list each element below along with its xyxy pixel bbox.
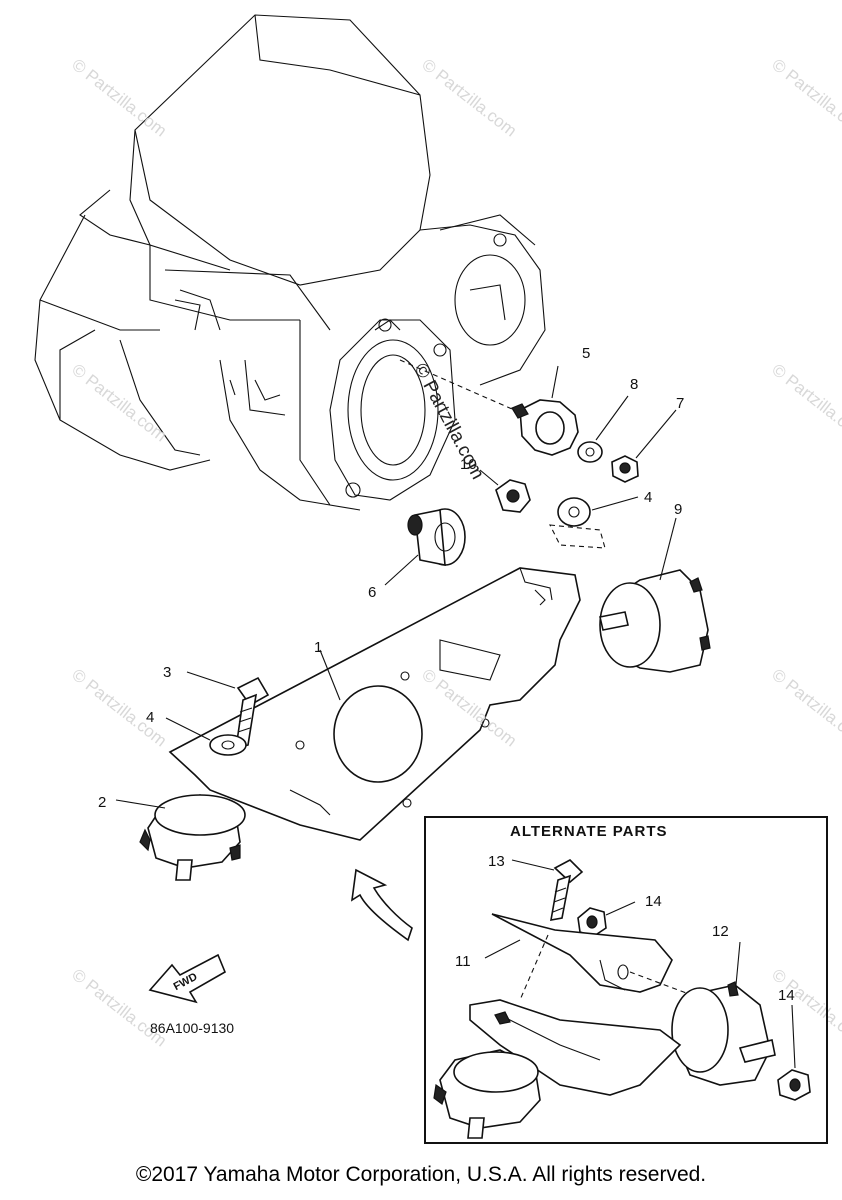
callout-8: 8 <box>630 376 638 393</box>
part-2-mount <box>115 794 246 881</box>
part-3-bolt <box>186 671 270 750</box>
fwd-arrow-icon <box>148 953 227 1004</box>
engine-outline <box>34 14 561 511</box>
callout-11: 11 <box>455 953 471 970</box>
part-8-washer <box>577 395 629 463</box>
drawing-code: 86A100-9130 <box>150 1020 235 1036</box>
callout-5: 5 <box>582 345 590 362</box>
assembly-arrow <box>350 868 413 942</box>
callout-3: 3 <box>163 664 171 681</box>
callout-4-upper: 4 <box>644 489 652 506</box>
callout-14-upper: 14 <box>645 893 662 910</box>
callout-14-lower: 14 <box>778 987 795 1004</box>
callout-7: 7 <box>676 395 684 412</box>
part-6-bushing <box>384 508 466 586</box>
copyright-notice: ©2017 Yamaha Motor Corporation, U.S.A. A… <box>135 1163 707 1186</box>
callout-4-lower: 4 <box>146 709 154 726</box>
part-1-plate <box>168 567 581 841</box>
alternate-parts-contents <box>433 859 811 1139</box>
part-10-nut <box>479 469 531 513</box>
alternate-parts-box <box>424 816 828 1144</box>
callout-labels: 1 2 3 4 4 5 6 7 8 9 10 11 12 13 14 14 <box>98 345 795 1004</box>
callout-9: 9 <box>674 501 682 518</box>
alternate-parts-title: ALTERNATE PARTS <box>510 823 668 840</box>
part-5-collar <box>511 365 579 456</box>
callout-13: 13 <box>488 853 505 870</box>
part-4-washer-upper <box>557 496 639 527</box>
callout-2: 2 <box>98 794 106 811</box>
part-4-washer-lower <box>165 717 247 756</box>
callout-10: 10 <box>460 456 477 473</box>
part-7-nut <box>611 409 677 483</box>
callout-1: 1 <box>314 639 322 656</box>
callout-6: 6 <box>368 584 376 601</box>
part-9-mount <box>599 517 711 673</box>
callout-12: 12 <box>712 923 729 940</box>
